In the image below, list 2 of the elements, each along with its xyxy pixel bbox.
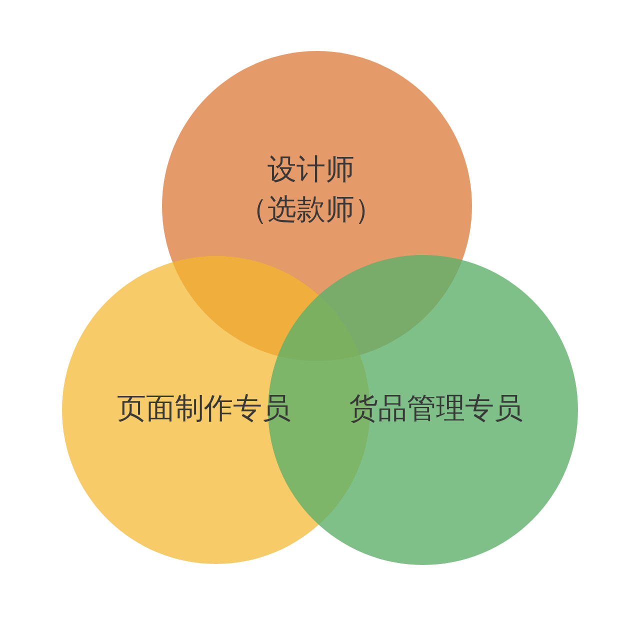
circle-label: 货品管理专员 <box>349 390 523 427</box>
circle-label: 设计师（选款师） <box>238 151 384 228</box>
